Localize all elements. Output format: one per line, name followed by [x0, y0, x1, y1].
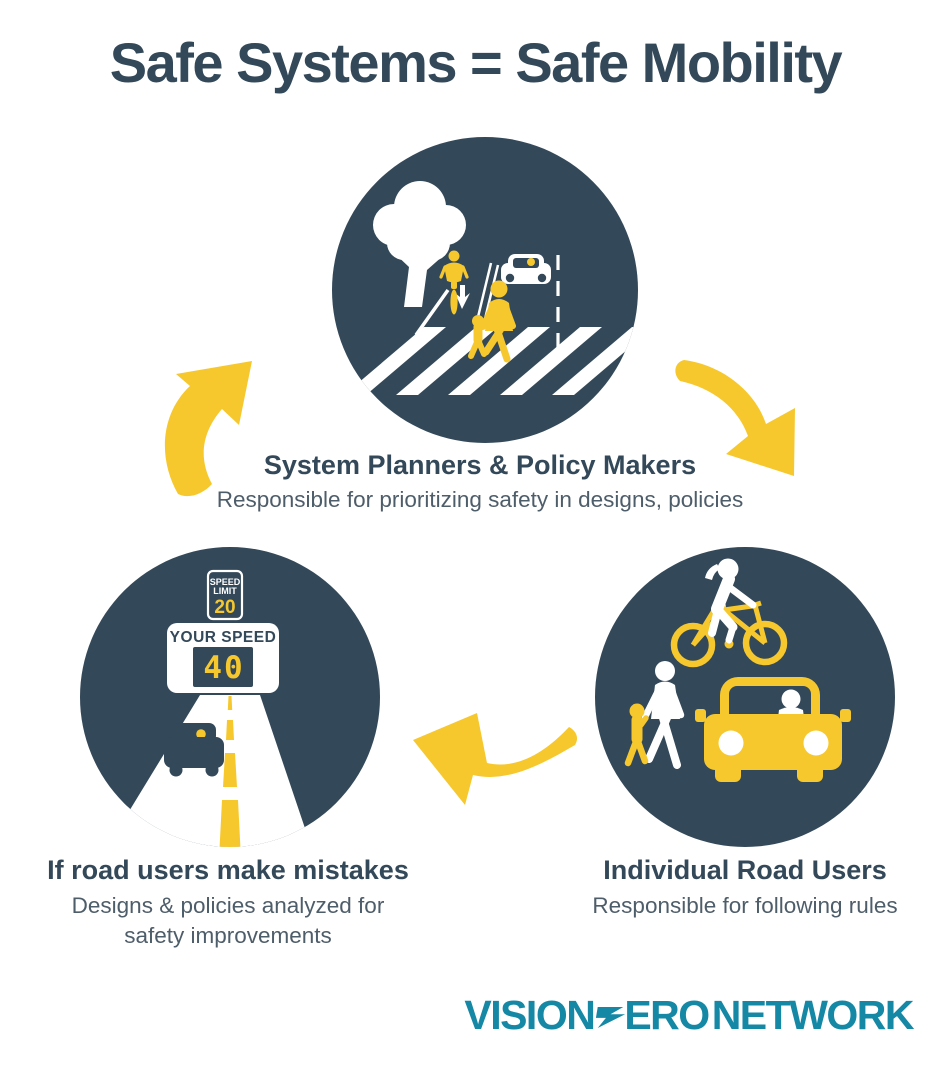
- road-center-dashes: [219, 696, 241, 847]
- page-title: Safe Systems = Safe Mobility: [109, 31, 843, 94]
- crosswalk-stripes: [344, 327, 638, 395]
- road-users-illustration: [595, 547, 895, 847]
- your-speed-display: YOUR SPEED 40: [167, 623, 279, 693]
- logo-ero-text: ERO: [624, 992, 710, 1038]
- lane-arrow-marking: [455, 285, 470, 309]
- your-speed-value: 40: [203, 650, 244, 686]
- logo-vision-text: VISION: [464, 992, 595, 1038]
- speed-limit-value: 20: [214, 597, 235, 618]
- mistakes-subtitle: Designs & policies analyzed for safety i…: [71, 893, 385, 948]
- road-users-subtitle: Responsible for following rules: [592, 893, 898, 918]
- cyclist-rider-icon: [705, 558, 757, 644]
- cyclist-icon: [439, 250, 469, 315]
- pedestrian-child-icon: [624, 703, 649, 767]
- speed-limit-sign: SPEED LIMIT 20: [206, 569, 244, 621]
- cycle-arrow-right-to-left-icon: [413, 713, 578, 805]
- speed-limit-line2: LIMIT: [213, 586, 237, 596]
- planners-subtitle: Responsible for prioritizing safety in d…: [216, 487, 744, 512]
- mistakes-title: If road users make mistakes: [47, 855, 409, 885]
- car-rear-silhouette-icon: [164, 723, 224, 777]
- tree-icon: [373, 181, 466, 307]
- planners-title: System Planners & Policy Makers: [263, 450, 697, 480]
- your-speed-label: YOUR SPEED: [170, 629, 277, 646]
- car-icon: [501, 254, 551, 284]
- vision-zero-network-logo: VISION ERO NETWORK: [464, 992, 915, 1039]
- car-front-icon: [695, 677, 851, 782]
- logo-network-text: NETWORK: [711, 992, 915, 1038]
- pedestrian-adult-child-icon: [468, 280, 516, 363]
- planners-illustration: [332, 137, 638, 443]
- cycle-arrow-top-to-right-icon: [675, 360, 795, 476]
- speed-limit-line1: SPEED: [210, 577, 241, 587]
- road-users-title: Individual Road Users: [603, 855, 887, 885]
- pedestrian-adult-icon: [641, 661, 685, 769]
- logo-zero-z-icon: [596, 1006, 626, 1028]
- mistakes-illustration: SPEED LIMIT 20 YOUR SPEED 40: [80, 547, 380, 847]
- cycle-arrow-left-to-top-icon: [164, 361, 252, 497]
